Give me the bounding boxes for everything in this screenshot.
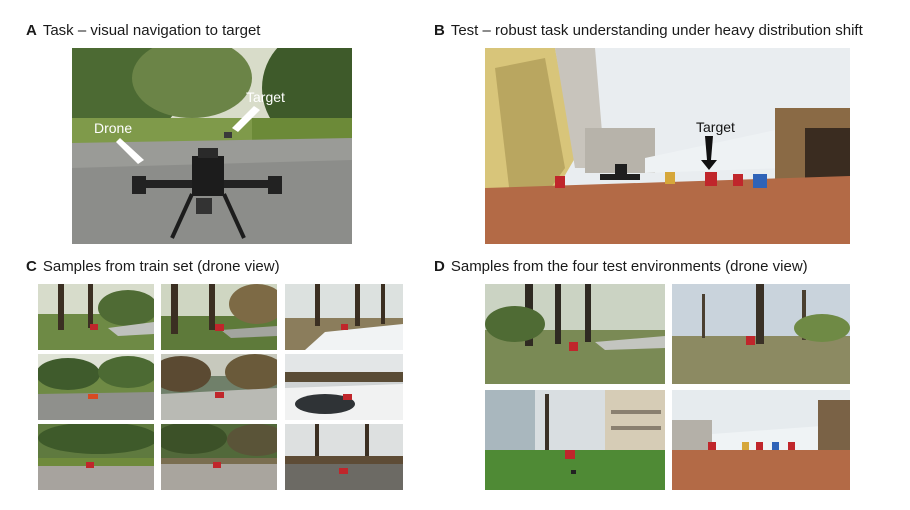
panel-d-letter: D [434,258,445,275]
train-sample-6 [285,354,403,420]
panel-c-letter: C [26,258,37,275]
panel-b-title-text: Test – robust task understanding under h… [450,22,863,39]
train-sample-9 [285,424,403,490]
test-env-3-courtyard-lawn [485,390,665,490]
panel-d-title: D Samples from the four test environments… [434,258,808,275]
train-sample-7 [38,424,154,490]
photo-a-drone-on-road [72,48,352,244]
train-sample-8 [161,424,277,490]
train-sample-1 [38,284,154,350]
panel-a-title: A Task – visual navigation to target [26,22,260,39]
target-label-b: Target [696,119,735,135]
test-env-4-brick-plaza [672,390,850,490]
panel-c-title: C Samples from train set (drone view) [26,258,280,275]
target-label-a: Target [246,89,285,105]
drone-label: Drone [94,120,133,136]
train-sample-3 [285,284,403,350]
test-env-2-open-woods [672,284,850,384]
panel-c-title-text: Samples from train set (drone view) [42,258,280,275]
train-sample-4 [38,354,154,420]
panel-a-letter: A [26,22,37,39]
panel-d-title-text: Samples from the four test environments … [450,258,808,275]
train-sample-5 [161,354,277,420]
photo-b-plaza-test-scene [485,48,850,244]
panel-a-title-text: Task – visual navigation to target [42,22,261,39]
test-env-1-forest-path [485,284,665,384]
train-sample-2 [161,284,277,350]
panel-b-letter: B [434,22,445,39]
panel-b-title: B Test – robust task understanding under … [434,22,863,39]
